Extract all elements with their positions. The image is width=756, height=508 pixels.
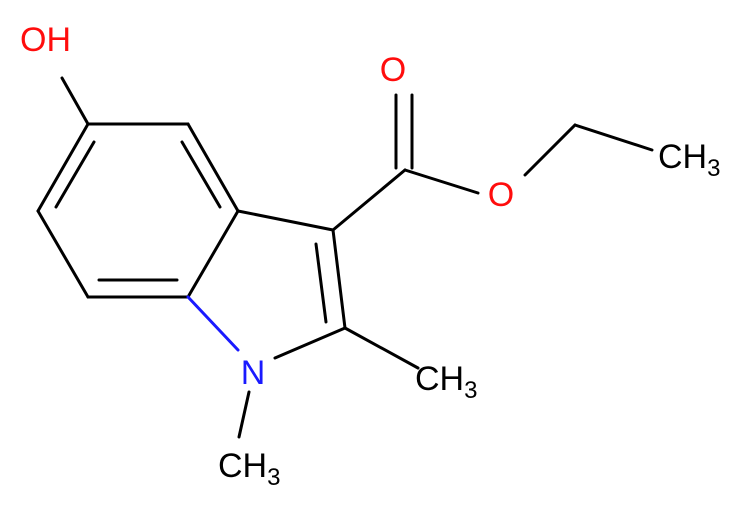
c2-methyl-label: CH3 — [415, 360, 477, 404]
bond-c2-n1 — [273, 326, 347, 360]
carbonyl-oxygen-label: O — [380, 51, 406, 89]
bond-c3-c2-inner — [314, 242, 328, 324]
ring-nitrogen-label: N — [241, 354, 266, 392]
n-methyl-label: CH3 — [218, 447, 280, 491]
bond-c4-c3a — [186, 122, 240, 213]
bond-o-ch2 — [523, 123, 577, 177]
bond-c5-oh — [60, 76, 90, 126]
bond-c4-c3a-inner — [180, 140, 222, 209]
bond-c6-c5 — [36, 122, 90, 213]
bond-c3-c2 — [331, 228, 347, 330]
bond-n1-ch3 — [237, 390, 251, 439]
bond-c3a-c7a — [186, 209, 240, 299]
bond-carboxyl-o — [403, 168, 480, 195]
bond-c3a-c3 — [236, 209, 335, 232]
bond-c3-carboxyl — [331, 168, 407, 232]
bond-c2-ch3 — [343, 326, 420, 370]
ester-oxygen-label: O — [488, 176, 514, 214]
hydroxyl-label: OH — [20, 21, 71, 59]
bond-c7-c6 — [36, 209, 90, 299]
ethyl-methyl-label: CH3 — [658, 138, 720, 182]
bond-c7a-n1 — [186, 295, 240, 352]
bond-c6-c5-inner — [54, 140, 96, 209]
bond-ch2-ch3 — [573, 123, 654, 152]
